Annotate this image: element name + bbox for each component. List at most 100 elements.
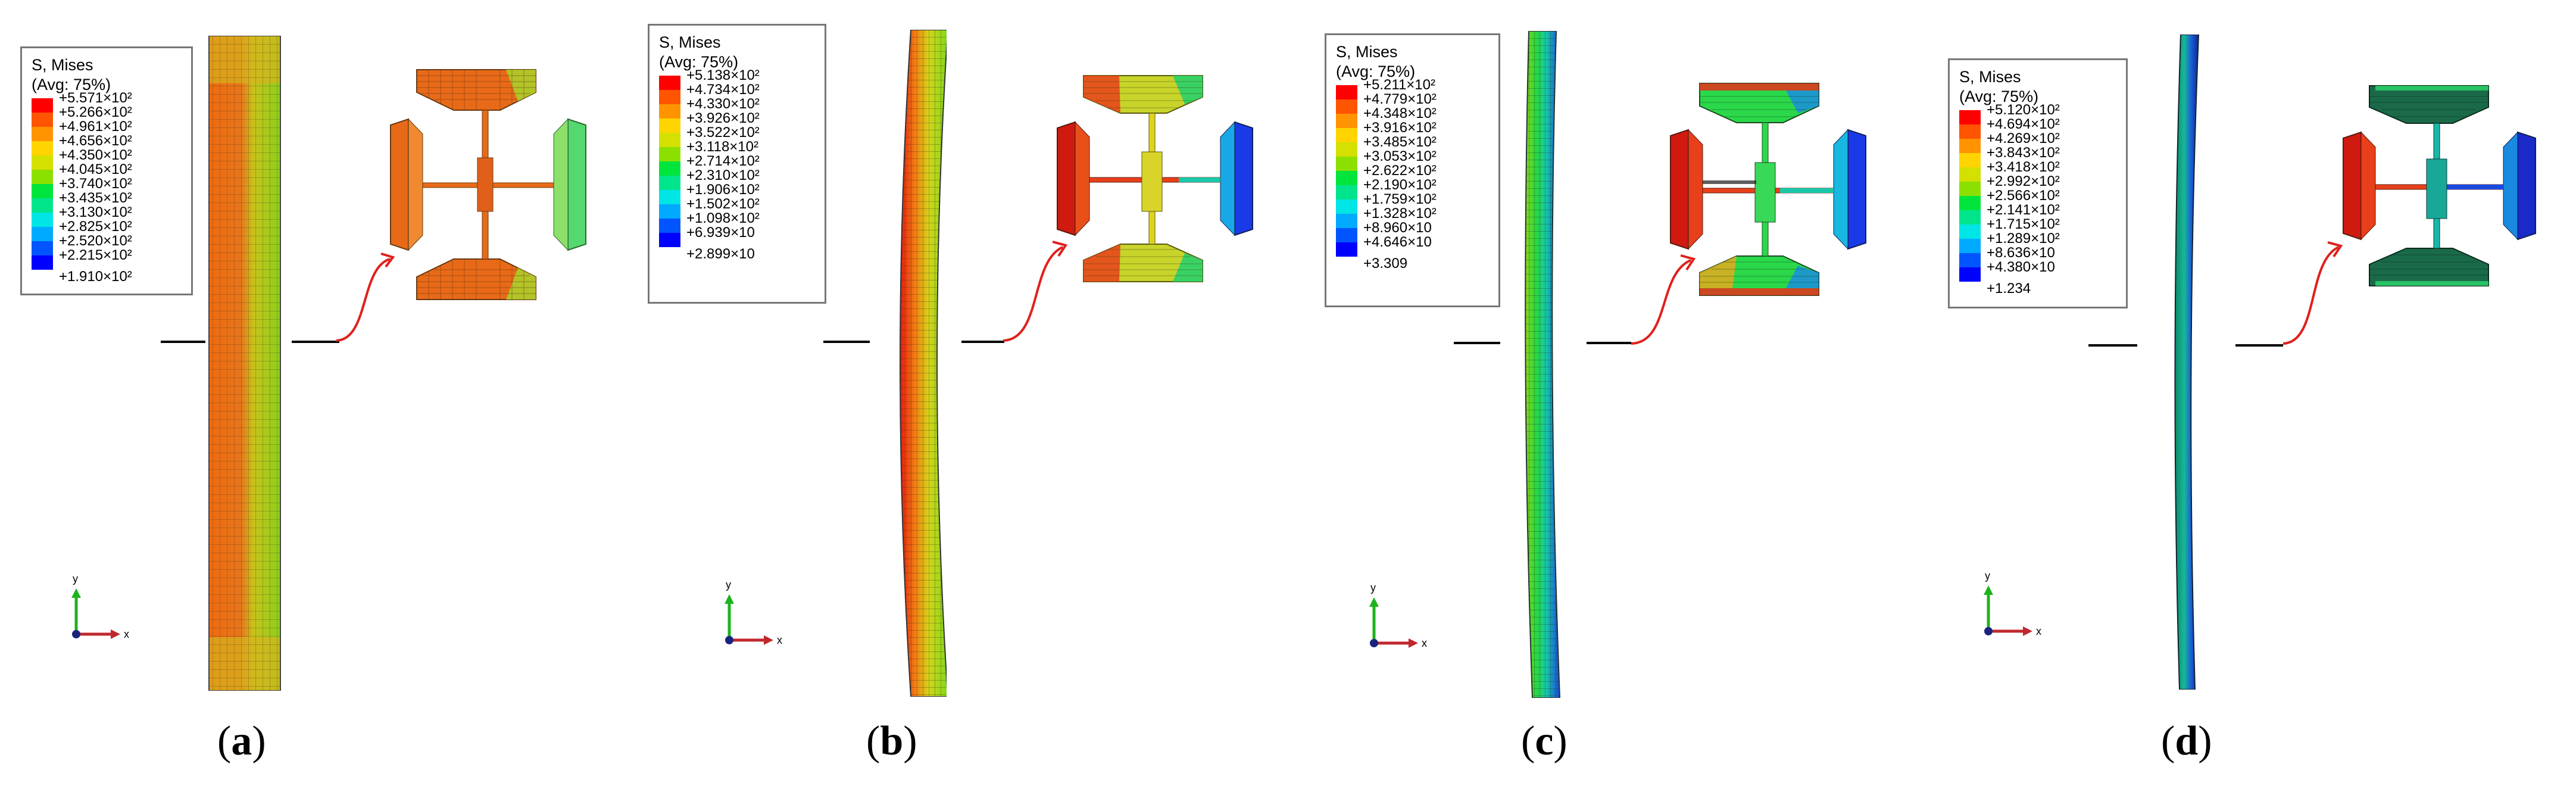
legend-row: +2.520×10² [32, 234, 182, 255]
legend-row: +1.289×10² [1959, 232, 2116, 253]
mises-legend: S, Mises (Avg: 75%) +5.120×10²+4.694×10²… [1948, 58, 2128, 308]
legend-swatch [659, 190, 680, 204]
legend-row: +1.098×10² [659, 211, 815, 233]
legend-row: +1.906×10² [659, 183, 815, 204]
legend-row: +2.141×10² [1959, 203, 2116, 224]
section-cut-left [823, 341, 870, 343]
legend-row: +4.348×10² [1336, 107, 1489, 128]
x-axis-label: x [777, 634, 782, 646]
legend-value: +2.825×10² [59, 219, 132, 235]
legend-swatch [32, 98, 53, 113]
legend-row: +5.211×10² [1336, 78, 1489, 99]
legend-subtitle: (Avg: 75%) [659, 53, 739, 71]
column-model [205, 36, 284, 691]
legend-row: +3.309 [1336, 257, 1489, 271]
legend-value: +2.520×10² [59, 233, 132, 249]
column-model [1518, 31, 1572, 698]
legend-swatch [1336, 228, 1357, 242]
legend-swatch [1336, 242, 1357, 257]
origin-dot [725, 636, 733, 644]
legend-row: +8.636×10 [1959, 246, 2116, 267]
legend-row: +5.571×10² [32, 91, 182, 113]
legend-row: +4.350×10² [32, 148, 182, 170]
legend-row: +5.266×10² [32, 105, 182, 127]
legend-value: +1.906×10² [686, 182, 760, 198]
legend-swatch [32, 270, 53, 284]
legend-swatch [1959, 253, 1981, 267]
panel-c: S, Mises (Avg: 75%) +5.211×10²+4.779×10²… [1286, 0, 1929, 789]
y-axis-label: y [726, 579, 731, 591]
legend-swatch [1959, 196, 1981, 210]
legend-swatch [659, 104, 680, 118]
legend-swatch [1959, 153, 1981, 167]
legend-value: +2.714×10² [686, 153, 760, 169]
cross-section-view [1667, 82, 1869, 297]
legend-value: +2.141×10² [1987, 202, 2060, 218]
legend-row: +1.502×10² [659, 197, 815, 219]
legend-swatch [1336, 128, 1357, 142]
legend-row: +1.715×10² [1959, 217, 2116, 239]
legend-value: +4.646×10 [1363, 234, 1432, 250]
legend-value: +5.120×10² [1987, 102, 2060, 118]
legend-row: +1.328×10² [1336, 207, 1489, 228]
legend-row: +3.485×10² [1336, 135, 1489, 157]
legend-value: +3.309 [1363, 255, 1408, 272]
legend-value: +3.435×10² [59, 190, 132, 206]
section-cut-left [1454, 342, 1500, 344]
legend-row: +2.899×10 [659, 247, 815, 261]
legend-value: +3.485×10² [1363, 134, 1437, 150]
legend-value: +1.234 [1987, 280, 2031, 297]
legend-value: +5.266×10² [59, 104, 132, 120]
callout-arrow [333, 244, 399, 345]
panel-caption: (c) [1521, 718, 1568, 764]
legend-value: +5.211×10² [1363, 77, 1435, 93]
legend-swatch [32, 127, 53, 141]
panel-caption: (a) [217, 718, 266, 764]
legend-value: +4.734×10² [686, 82, 760, 98]
legend-scale: +5.120×10²+4.694×10²+4.269×10²+3.843×10²… [1959, 103, 2116, 296]
cross-section-view [1054, 74, 1256, 283]
legend-row: +2.310×10² [659, 169, 815, 190]
legend-subtitle: (Avg: 75%) [1959, 88, 2039, 105]
legend-swatch [1336, 114, 1357, 128]
legend-title: S, Mises [659, 33, 721, 51]
legend-row: +4.656×10² [32, 134, 182, 155]
legend-swatch [1336, 185, 1357, 199]
legend-value: +3.053×10² [1363, 148, 1437, 164]
legend-swatch [659, 176, 680, 190]
x-axis-label: x [2036, 625, 2041, 637]
legend-value: +3.843×10² [1987, 145, 2060, 161]
legend-row: +5.138×10² [659, 68, 815, 90]
legend-value: +5.138×10² [686, 67, 760, 83]
legend-title: S, Mises [1336, 43, 1398, 61]
legend-row: +2.190×10² [1336, 178, 1489, 199]
legend-value: +2.310×10² [686, 167, 760, 183]
legend-row: +8.960×10 [1336, 221, 1489, 242]
mises-legend: S, Mises (Avg: 75%) +5.571×10²+5.266×10²… [20, 46, 193, 295]
legend-value: +2.899×10 [686, 246, 755, 262]
legend-row: +6.939×10 [659, 226, 815, 247]
legend-swatch [32, 198, 53, 213]
legend-row: +4.330×10² [659, 97, 815, 118]
legend-value: +4.380×10 [1987, 259, 2055, 275]
legend-row: +1.234 [1959, 282, 2116, 296]
legend-value: +2.622×10² [1363, 163, 1437, 179]
y-axis-label: y [1985, 570, 1990, 582]
legend-scale: +5.211×10²+4.779×10²+4.348×10²+3.916×10²… [1336, 78, 1489, 271]
origin-dot [1370, 639, 1378, 647]
legend-swatch [1959, 182, 1981, 196]
legend-swatch [1336, 85, 1357, 99]
callout-arrow [1000, 232, 1072, 345]
legend-value: +1.328×10² [1363, 205, 1437, 222]
panel-a: S, Mises (Avg: 75%) +5.571×10²+5.266×10²… [0, 0, 643, 789]
legend-row: +3.926×10² [659, 111, 815, 133]
legend-row: +3.843×10² [1959, 146, 2116, 167]
legend-swatch [1959, 282, 1981, 296]
legend-value: +1.289×10² [1987, 230, 2060, 247]
legend-title: S, Mises [32, 56, 93, 74]
legend-value: +4.350×10² [59, 147, 132, 163]
legend-value: +2.566×10² [1987, 188, 2060, 204]
legend-value: +8.636×10 [1987, 245, 2055, 261]
